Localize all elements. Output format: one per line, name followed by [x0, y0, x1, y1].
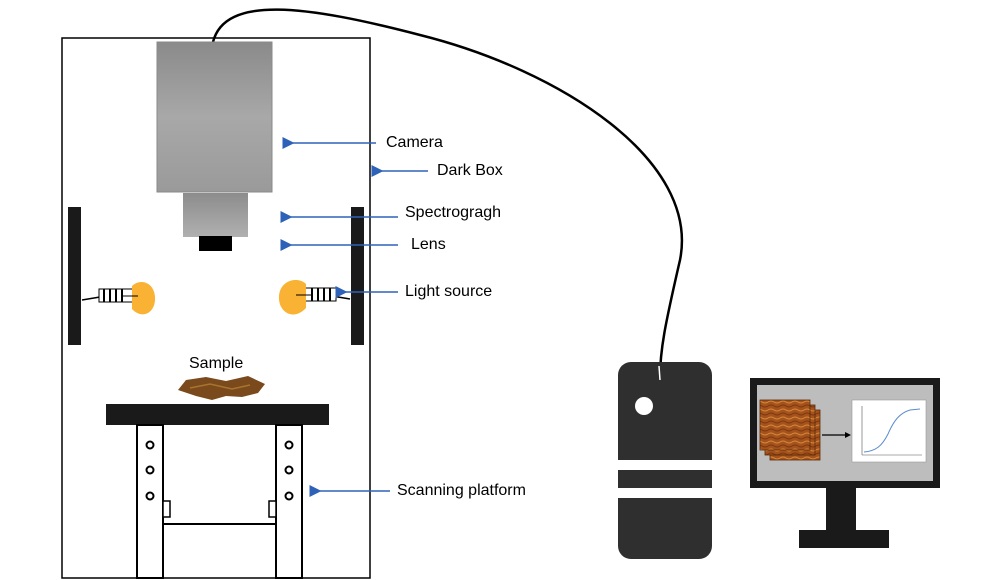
lens-label: Lens — [411, 236, 446, 253]
dark-box-label: Dark Box — [437, 162, 503, 179]
sample-icon — [178, 376, 265, 400]
data-cable — [211, 8, 684, 379]
left-light-bulb-icon — [81, 281, 156, 315]
right-light-panel — [351, 207, 364, 345]
label-arrows — [280, 137, 428, 497]
spectrograph-label: Spectrogragh — [405, 204, 502, 221]
right-light-bulb-icon — [278, 280, 351, 315]
scanning-platform-label: Scanning platform — [397, 482, 526, 499]
camera-label: Camera — [386, 134, 443, 151]
dark-box — [61, 37, 371, 579]
camera-body-icon — [156, 41, 273, 193]
light-source-label: Light source — [405, 283, 493, 300]
scanning-platform-icon — [106, 404, 329, 579]
monitor-icon — [750, 378, 940, 548]
lens-icon — [199, 236, 232, 251]
sample-label: Sample — [189, 355, 244, 372]
spectrograph-icon — [183, 193, 248, 237]
left-light-panel — [68, 207, 81, 345]
computer-tower-icon — [618, 362, 712, 559]
